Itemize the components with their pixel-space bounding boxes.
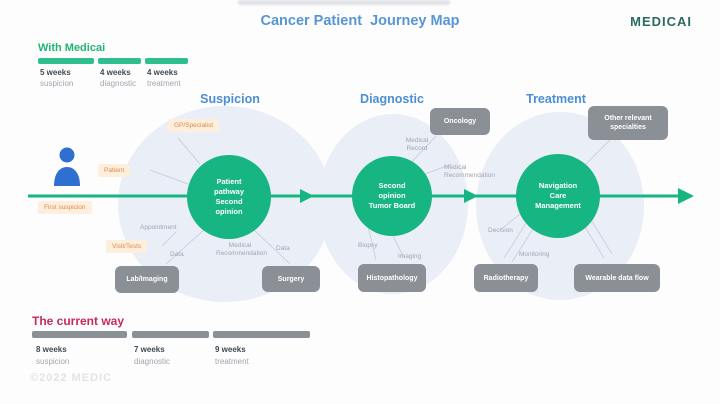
circle-line: Management [535,201,581,210]
with-medicai-duration-2: 4 weeks [100,68,131,77]
label-medical-recommendation-suspicion: Medical Recommendation [216,242,267,257]
current-way-phase-2: diagnostic [134,357,171,366]
circle-line: opinion [215,207,243,216]
with-medicai-phase-3: treatment [147,79,181,88]
circle-line: Second [378,181,406,190]
label-data-left: Data [170,251,184,258]
node-lab-imaging: Lab/Imaging [115,266,179,293]
copyright-watermark: ©2022 MEDIC [30,372,113,384]
current-way-title: The current way [32,314,125,328]
page-title: Cancer Patient Journey Map [260,13,460,29]
with-medicai-bar-diagnostic [98,58,141,64]
label-patient: Patient [98,164,131,177]
current-way-duration-3: 9 weeks [215,345,246,354]
label-imaging: Imaging [398,253,422,260]
process-circle-patient-pathway: Patient pathway Second opinion [187,155,271,239]
node-surgery: Surgery [262,266,320,292]
circle-line: opinion [378,191,406,200]
label-data-right: Data [276,245,290,252]
patient-person-icon [54,147,80,186]
with-medicai-phase-1: suspicion [40,79,74,88]
label-medical-recommendation-diagnostic: Medical Recommendation [444,164,495,179]
medicai-logo: MEDICAI [630,14,692,29]
cropped-top-artifact [238,0,450,5]
process-circle-care-management: Navigation Care Management [516,154,600,238]
label-gp-specialist: GP/Specialist [168,119,220,132]
label-appointment: Appointment [140,224,177,231]
label-medical-record: Medical Record [405,137,429,152]
current-way-duration-1: 8 weeks [36,345,67,354]
label-decision: Decision [488,227,513,234]
current-way-bar-suspicion [32,331,127,338]
circle-line: Tumor Board [368,201,416,210]
node-other-relevant-specialties: Other relevant specialties [588,106,668,140]
with-medicai-duration-1: 5 weeks [40,68,71,77]
circle-line: pathway [213,187,244,196]
current-way-phase-3: treatment [215,357,249,366]
process-circle-tumor-board: Second opinion Tumor Board [352,156,432,236]
node-radiotherapy: Radiotherapy [474,264,538,292]
circle-line: Patient [216,177,242,186]
circle-line: Care [549,191,567,200]
with-medicai-bar-suspicion [38,58,94,64]
node-oncology: Oncology [430,108,490,135]
label-visit-tests: Visit/Tests [106,240,148,253]
stage-header-treatment: Treatment [526,92,586,106]
with-medicai-phase-2: diagnostic [100,79,137,88]
arrowhead-3 [678,188,694,204]
with-medicai-bar-treatment [145,58,188,64]
stage-header-suspicion: Suspicion [200,92,260,106]
node-wearable-data-flow: Wearable data flow [574,264,660,292]
label-monitoring: Monitoring [519,251,550,258]
label-first-suspicion: First suspicion [38,201,92,214]
label-biopsy: Biopsy [358,242,378,249]
with-medicai-title: With Medicai [38,42,106,54]
current-way-duration-2: 7 weeks [134,345,165,354]
current-way-phase-1: suspicion [36,357,70,366]
node-histopathology: Histopathology [358,264,426,292]
stage-header-diagnostic: Diagnostic [360,92,424,106]
current-way-bar-diagnostic [132,331,209,338]
current-way-bar-treatment [213,331,310,338]
circle-line: Second [215,197,243,206]
with-medicai-duration-3: 4 weeks [147,68,178,77]
circle-line: Navigation [538,181,578,190]
